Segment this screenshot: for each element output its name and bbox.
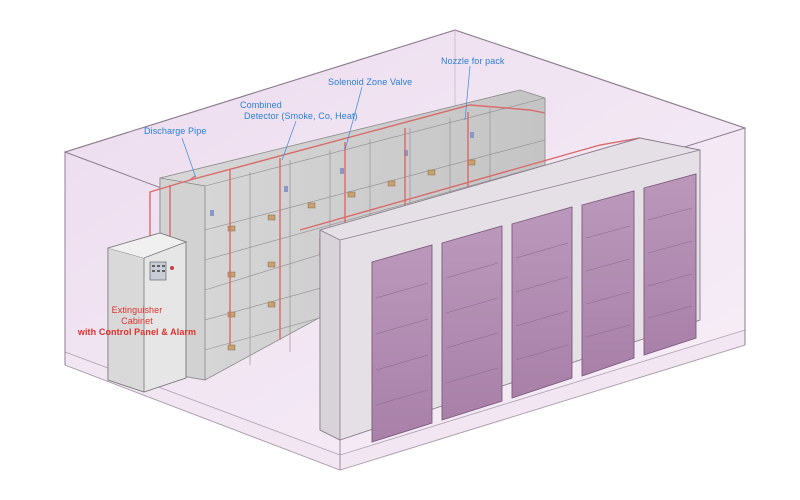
extinguisher-cabinet (107, 232, 188, 393)
detector-label-line1: Combined (240, 100, 282, 110)
leader-lines (181, 65, 471, 179)
alarm-indicator (170, 266, 174, 270)
cabinet-label-line2: Cabinet (121, 316, 153, 326)
detector-label-line2: Detector (Smoke, Co, Heat) (244, 111, 358, 121)
cabinet-label-line1: Extinguisher (111, 305, 163, 315)
solenoid-valve-label: Solenoid Zone Valve (328, 77, 413, 87)
nozzle-label: Nozzle for pack (441, 56, 505, 66)
front-rack-doors (371, 173, 697, 443)
front-rack-row (319, 137, 701, 443)
cabinet-label-line3: with Control Panel & Alarm (77, 327, 197, 337)
discharge-pipe-label: Discharge Pipe (144, 126, 207, 136)
